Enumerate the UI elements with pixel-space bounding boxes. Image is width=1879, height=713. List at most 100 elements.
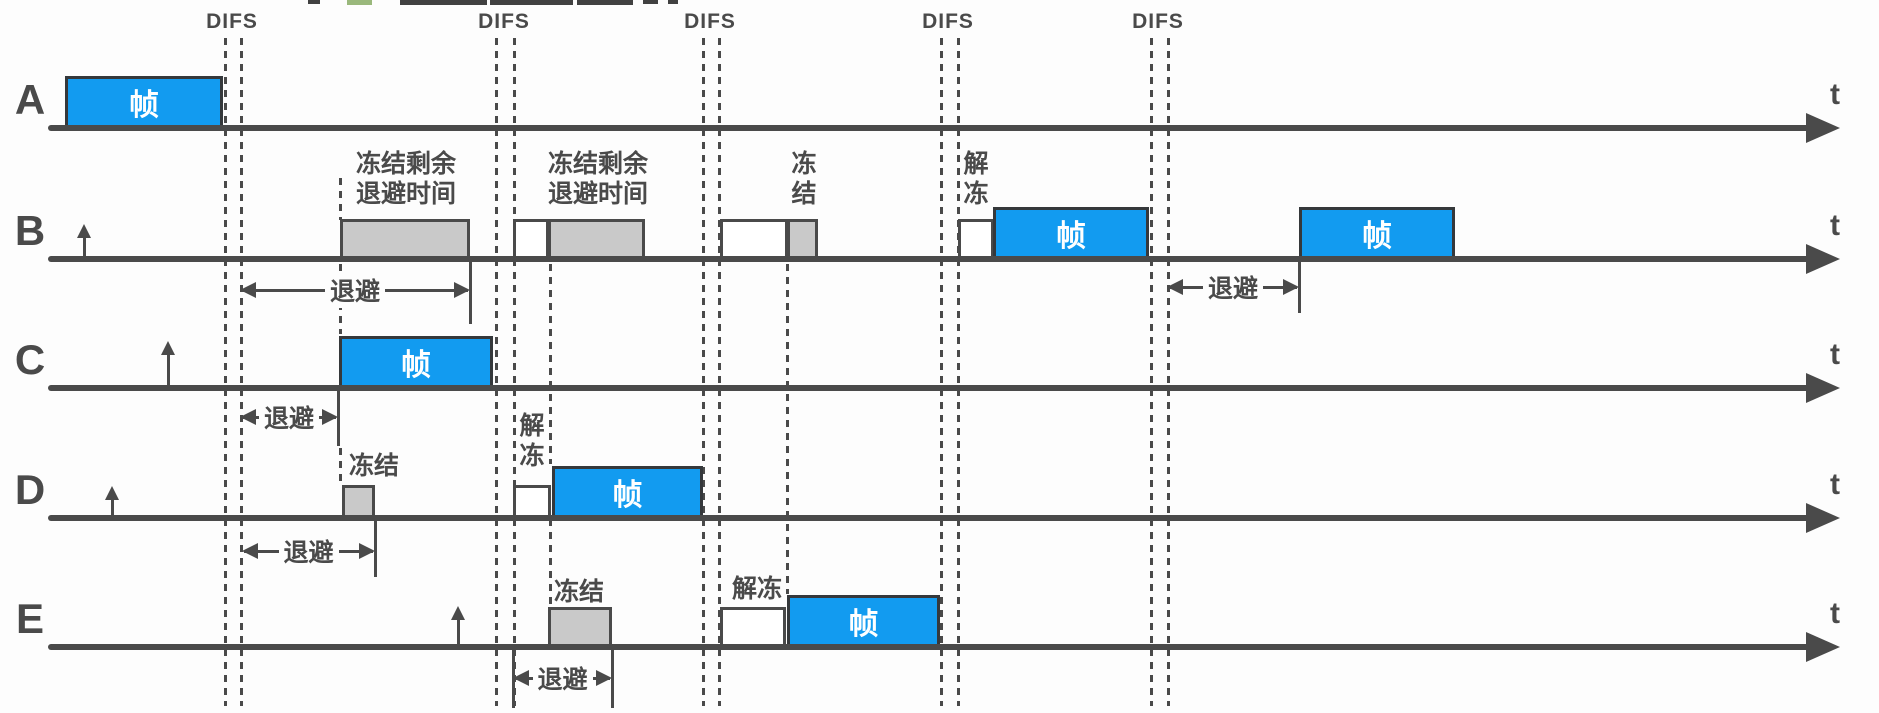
arrow-up-icon [161, 341, 175, 355]
timeline-a-arrowhead [1806, 113, 1840, 143]
frame-b1-text: 帧 [1056, 220, 1086, 253]
frame-b2-text: 帧 [1362, 220, 1392, 253]
title-fragment [643, 0, 658, 4]
residual-difs-box-b3 [720, 219, 788, 256]
backoff-end-tick [374, 519, 377, 577]
difs-label-4: DIFS [922, 10, 974, 33]
difs-dashed-line [957, 38, 960, 706]
unfreeze-box-e [720, 607, 786, 644]
align-dashed-line [549, 264, 552, 464]
title-fragment [668, 0, 678, 4]
title-fragment [400, 0, 487, 5]
difs-dashed-line [240, 38, 243, 706]
frame-d: 帧 [552, 466, 703, 515]
backoff-text: 退避 [532, 660, 593, 696]
title-fragment [577, 0, 633, 5]
station-label-a: A [14, 76, 46, 123]
frame-a-text: 帧 [129, 89, 159, 122]
frame-c: 帧 [339, 336, 493, 385]
arrow-right-icon [596, 670, 612, 686]
align-dashed-line [339, 448, 342, 484]
difs-dashed-line [495, 38, 498, 706]
freeze-remaining-label-1: 冻结剩余退避时间 [355, 150, 456, 208]
difs-label-1: DIFS [206, 10, 258, 33]
difs-dashed-line [940, 38, 943, 706]
frozen-backoff-box-d [342, 485, 375, 515]
difs-label-5: DIFS [1132, 10, 1184, 33]
backoff-end-tick [611, 650, 614, 708]
arrow-right-icon [359, 543, 375, 559]
freeze-remaining-label-2: 冻结剩余退避时间 [547, 150, 648, 208]
frame-d-text: 帧 [612, 479, 643, 512]
unfreeze-box-b [958, 219, 994, 256]
frame-c-text: 帧 [401, 349, 431, 382]
backoff-text: 退避 [258, 399, 320, 435]
frame-a: 帧 [65, 76, 223, 125]
arrow-right-icon [1283, 279, 1299, 295]
arrow-up-icon [105, 486, 119, 500]
unfreeze-box-d [513, 485, 551, 515]
title-fragment [490, 0, 573, 5]
frame-e-text: 帧 [848, 608, 879, 641]
station-label-b: B [14, 207, 46, 254]
backoff-text: 退避 [278, 533, 339, 569]
freeze-label-b: 冻结 [791, 150, 817, 208]
timeline-d [48, 515, 1812, 521]
station-label-d: D [14, 466, 46, 513]
arrival-arrow-c [160, 341, 176, 385]
station-label-e: E [15, 595, 44, 642]
arrow-right-icon [322, 409, 338, 425]
unfreeze-label-b: 解冻 [963, 150, 989, 208]
frozen-backoff-box-e [548, 607, 612, 644]
timeline-a [48, 125, 1812, 131]
title-fragment [347, 0, 372, 5]
backoff-end-tick [337, 391, 340, 446]
difs-dashed-line [718, 38, 721, 706]
timeline-e [48, 644, 1812, 650]
timeline-c [48, 385, 1812, 391]
timeline-c-arrowhead [1806, 373, 1840, 403]
difs-dashed-line [224, 38, 227, 706]
difs-label-2: DIFS [478, 10, 530, 33]
align-dashed-line [549, 519, 552, 607]
residual-difs-box-b2 [513, 219, 549, 256]
align-dashed-line [339, 178, 342, 220]
frame-b2: 帧 [1299, 207, 1455, 256]
backoff-end-tick [469, 262, 472, 324]
backoff-text: 退避 [324, 272, 386, 308]
arrow-right-icon [454, 282, 470, 298]
frame-b1: 帧 [993, 207, 1149, 256]
arrival-arrow-e [450, 606, 466, 644]
timeline-b-arrowhead [1806, 244, 1840, 274]
difs-dashed-line [1167, 38, 1170, 706]
align-dashed-line [786, 264, 789, 594]
timeline-d-arrowhead [1806, 503, 1840, 533]
difs-dashed-line [702, 38, 705, 706]
time-axis-label-b: t [1830, 209, 1840, 242]
station-label-c: C [14, 336, 46, 383]
timeline-e-arrowhead [1806, 632, 1840, 662]
unfreeze-label-d: 解冻 [519, 412, 545, 470]
time-axis-label-c: t [1830, 338, 1840, 371]
arrival-arrow-b [76, 224, 92, 256]
arrival-arrow-d [104, 486, 120, 516]
difs-dashed-line [513, 38, 516, 706]
backoff-text: 退避 [1202, 269, 1264, 305]
timeline-b [48, 256, 1812, 262]
title-fragment [308, 0, 320, 4]
arrow-up-icon [451, 606, 465, 620]
freeze-label-d: 冻结 [348, 452, 399, 480]
unfreeze-label-e: 解冻 [731, 575, 782, 603]
difs-dashed-line [1150, 38, 1153, 706]
time-axis-label-d: t [1830, 468, 1840, 501]
difs-label-3: DIFS [684, 10, 736, 33]
freeze-label-e: 冻结 [553, 578, 604, 606]
frozen-backoff-box-b3 [787, 219, 818, 256]
time-axis-label-a: t [1830, 78, 1840, 111]
frozen-backoff-box-b2 [548, 219, 645, 256]
arrow-up-icon [77, 224, 91, 238]
time-axis-label-e: t [1830, 597, 1840, 630]
frozen-backoff-box-b1 [340, 219, 470, 256]
frame-e: 帧 [787, 595, 940, 644]
